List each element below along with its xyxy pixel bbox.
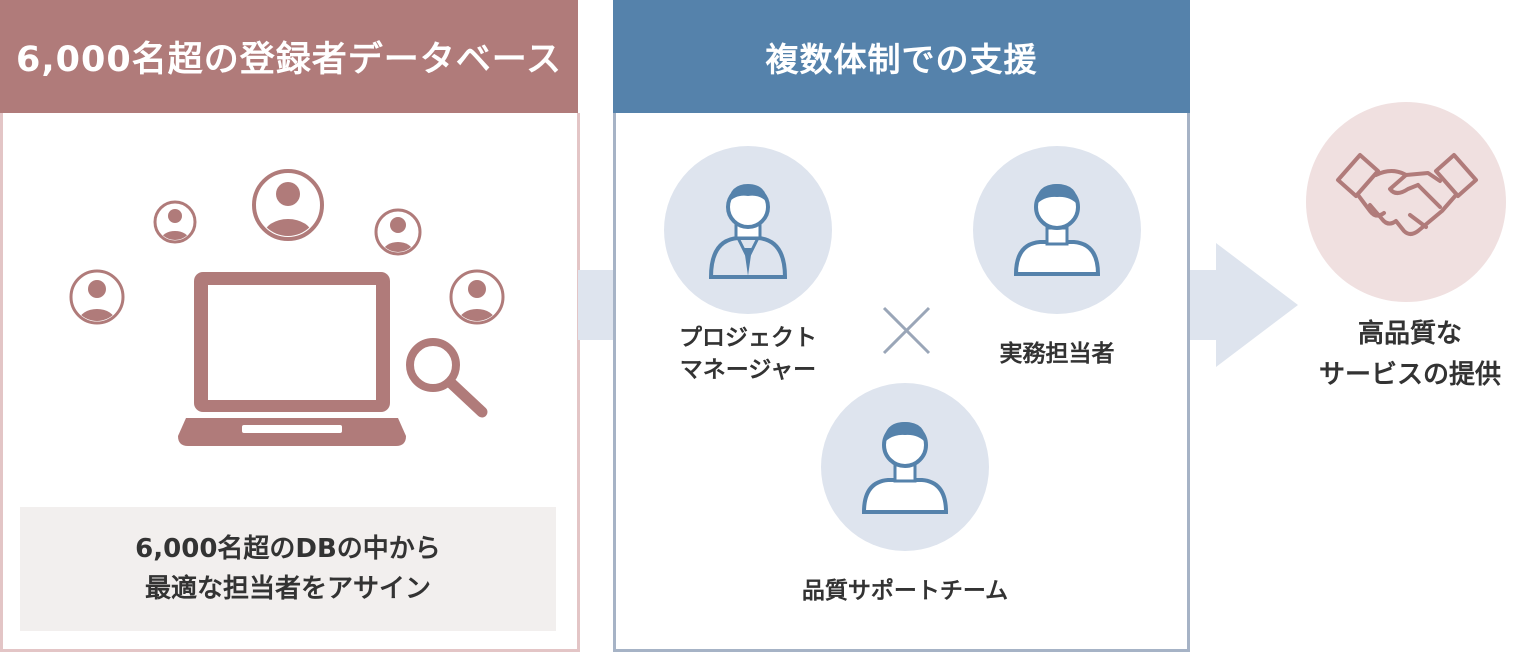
result-label-line-1: 高品質な — [1357, 319, 1462, 349]
result-label-line-2: サービスの提供 — [1318, 360, 1501, 390]
person-icon — [153, 200, 197, 244]
role-project-manager: プロジェクト マネージャー — [658, 322, 838, 386]
database-caption: 6,000名超のDBの中から 最適な担当者をアサイン — [20, 507, 556, 631]
database-panel — [0, 113, 580, 652]
arrow-connector-2 — [1190, 243, 1298, 367]
caption-line-2: 最適な担当者をアサイン — [144, 574, 431, 604]
person-icon — [821, 383, 989, 551]
person-icon — [252, 169, 324, 241]
person-icon — [973, 146, 1141, 314]
result-label: 高品質な サービスの提供 — [1292, 314, 1528, 396]
person-icon — [69, 269, 125, 325]
businessman-icon — [664, 146, 832, 314]
magnifier-icon — [406, 338, 488, 418]
role-staff: 実務担当者 — [999, 341, 1115, 367]
role-label-line-1: プロジェクト — [679, 325, 817, 351]
support-panel-title: 複数体制での支援 — [613, 0, 1190, 113]
database-illustration — [69, 169, 505, 446]
times-icon — [882, 306, 931, 355]
caption-line-1: 6,000名超のDBの中から — [135, 534, 441, 564]
role-quality-team: 品質サポートチーム — [801, 578, 1009, 604]
role-label-line-2: マネージャー — [679, 357, 817, 383]
person-icon — [449, 269, 505, 325]
support-illustration — [664, 146, 1141, 551]
laptop-icon — [178, 272, 406, 446]
database-panel-title: 6,000名超の登録者データベース — [0, 0, 578, 113]
handshake-icon — [1306, 102, 1506, 302]
arrow-connector-1 — [578, 270, 613, 340]
support-panel — [613, 113, 1190, 652]
result-illustration — [1306, 102, 1506, 302]
person-icon — [374, 208, 422, 256]
